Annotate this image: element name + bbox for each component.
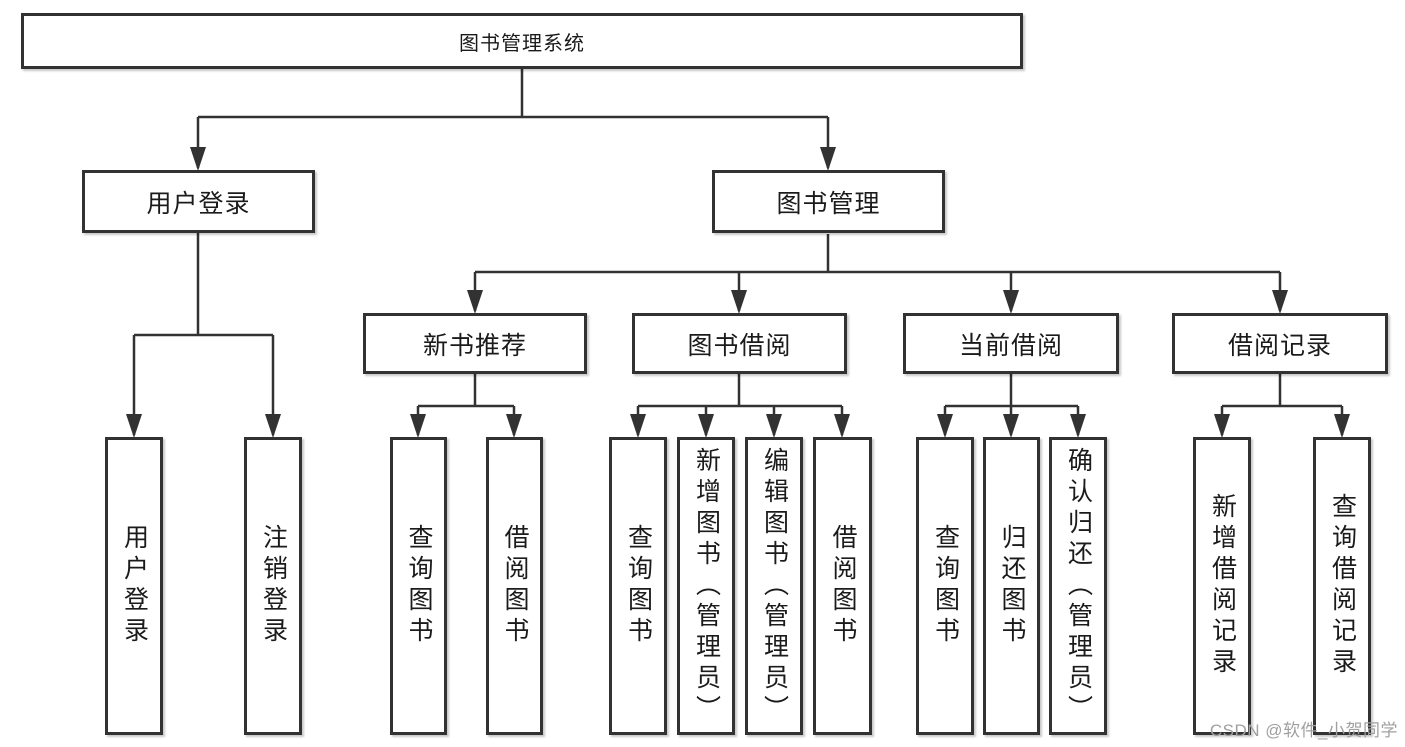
node-cb-query-books-label: 查询图书 xyxy=(931,524,960,648)
node-br-query-borrow-record-label: 查询借阅记录 xyxy=(1328,493,1357,679)
node-nb-query-books-label: 查询图书 xyxy=(405,524,433,648)
node-cb-return-books: 归还图书 xyxy=(983,437,1040,735)
node-bb-borrow-books-label: 借阅图书 xyxy=(829,524,857,648)
node-bb-query-books: 查询图书 xyxy=(609,437,667,735)
node-nb-query-books: 查询图书 xyxy=(390,437,447,735)
csdn-watermark: CSDN @软件_小贺同学 xyxy=(1209,721,1398,740)
node-br-add-borrow-record: 新增借阅记录 xyxy=(1193,437,1251,735)
node-library-management-system: 图书管理系统 xyxy=(21,13,1023,69)
node-bb-add-books-admin-label: 新增图书（管理员） xyxy=(692,446,721,726)
node-user-login: 用户登录 xyxy=(82,170,315,233)
node-nb-borrow-books-label: 借阅图书 xyxy=(501,524,529,648)
node-current-borrowing-label: 当前借阅 xyxy=(958,331,1063,360)
node-book-borrowing: 图书借阅 xyxy=(632,313,847,374)
node-cb-confirm-return-admin: 确认归还（管理员） xyxy=(1049,437,1107,735)
node-new-book-recommend: 新书推荐 xyxy=(363,313,587,374)
node-bb-add-books-admin: 新增图书（管理员） xyxy=(677,437,735,735)
node-bb-query-books-label: 查询图书 xyxy=(624,524,653,648)
arrowheads xyxy=(126,147,1350,438)
node-ul-user-login: 用户登录 xyxy=(105,437,163,735)
node-cb-return-books-label: 归还图书 xyxy=(998,524,1026,648)
node-borrow-records-label: 借阅记录 xyxy=(1227,331,1332,360)
node-br-query-borrow-record: 查询借阅记录 xyxy=(1313,437,1371,735)
node-borrow-records: 借阅记录 xyxy=(1172,313,1388,374)
node-book-management-label: 图书管理 xyxy=(776,189,881,218)
node-cb-query-books: 查询图书 xyxy=(916,437,974,735)
node-bb-borrow-books: 借阅图书 xyxy=(813,437,872,735)
node-user-login-label: 用户登录 xyxy=(146,189,251,218)
node-ul-user-login-label: 用户登录 xyxy=(120,524,149,648)
node-book-borrowing-label: 图书借阅 xyxy=(687,331,792,360)
node-current-borrowing: 当前借阅 xyxy=(903,313,1119,374)
node-library-management-system-label: 图书管理系统 xyxy=(459,32,585,55)
node-new-book-recommend-label: 新书推荐 xyxy=(422,331,527,360)
node-bb-edit-books-admin-label: 编辑图书（管理员） xyxy=(760,446,789,726)
node-ul-logout: 注销登录 xyxy=(244,437,302,735)
node-ul-logout-label: 注销登录 xyxy=(259,524,288,648)
node-nb-borrow-books: 借阅图书 xyxy=(486,437,543,735)
node-bb-edit-books-admin: 编辑图书（管理员） xyxy=(745,437,803,735)
node-br-add-borrow-record-label: 新增借阅记录 xyxy=(1208,493,1237,679)
node-book-management: 图书管理 xyxy=(712,170,945,233)
node-cb-confirm-return-admin-label: 确认归还（管理员） xyxy=(1064,446,1093,726)
